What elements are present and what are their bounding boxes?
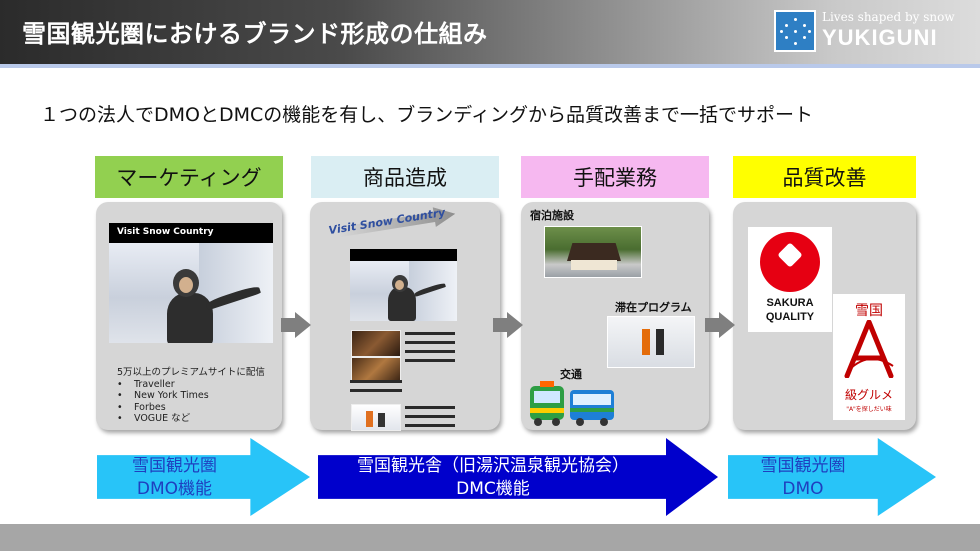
food-photo	[351, 330, 401, 357]
arrangement-header: 手配業務	[521, 156, 709, 198]
slide-title: 雪国観光圏におけるブランド形成の仕組み	[22, 20, 488, 48]
yukiguni-logo: Lives shaped by snow YUKIGUNI	[770, 8, 970, 56]
dmo-right-label: 雪国観光圏 DMO	[760, 456, 846, 499]
program-label: 滞在プログラム	[615, 301, 692, 314]
letter-a-icon	[844, 320, 894, 378]
list-item: •VOGUE など	[117, 413, 191, 424]
snowflake-logo-icon	[774, 10, 816, 52]
slide-subtitle: １つの法人でDMOとDMCの機能を有し、ブランディングから品質改善まで一括でサポ…	[40, 104, 813, 126]
list-item: •New York Times	[117, 390, 209, 401]
logo-tagline: Lives shaped by snow	[822, 10, 955, 24]
sakura-quality-logo: SAKURA QUALITY	[748, 227, 832, 332]
product-header: 商品造成	[311, 156, 499, 198]
dmc-label: 雪国観光舎（旧湯沢温泉観光協会） DMC機能	[357, 456, 629, 499]
marketing-header: マーケティング	[95, 156, 283, 198]
list-item: •Traveller	[117, 378, 175, 390]
flow-arrow-icon	[281, 312, 311, 338]
train-and-bus-icon	[530, 381, 614, 426]
transport-label: 交通	[560, 368, 582, 381]
sakura-flower-icon	[777, 242, 803, 268]
inn-photo	[544, 226, 642, 278]
product-video-thumbnail[interactable]	[350, 249, 457, 321]
promo-video-thumbnail[interactable]: Visit Snow Country	[109, 223, 273, 343]
dining-photo	[351, 357, 401, 382]
video-scene	[109, 243, 273, 343]
dmo-left-label: 雪国観光圏 DMO機能	[132, 456, 217, 499]
snow-trek-photo	[607, 316, 695, 368]
footer-bar	[0, 524, 980, 551]
title-bar: 雪国観光圏におけるブランド形成の仕組み Lives shaped by snow…	[0, 0, 980, 64]
list-item: •Forbes	[117, 401, 166, 413]
itinerary-text-placeholder	[405, 332, 455, 368]
distribution-list: 5万以上のプレミアムサイトに配信 •Traveller •New York Ti…	[117, 367, 265, 425]
snow-walk-photo	[351, 404, 401, 431]
itinerary-text-placeholder	[405, 406, 455, 433]
person-image	[167, 293, 213, 343]
flow-arrow-icon	[493, 312, 523, 338]
header-divider	[0, 64, 980, 68]
lodging-label: 宿泊施設	[530, 209, 574, 222]
video-title: Visit Snow Country	[117, 227, 214, 237]
sakura-circle-icon	[760, 232, 820, 292]
itinerary-text-placeholder	[350, 366, 402, 398]
logo-name: YUKIGUNI	[822, 25, 938, 50]
person-image	[388, 287, 416, 321]
list-intro: 5万以上のプレミアムサイトに配信	[117, 367, 265, 378]
quality-header: 品質改善	[733, 156, 916, 198]
flow-arrow-icon	[705, 312, 735, 338]
yukiguni-a-gourmet-logo: 雪国 級グルメ "A"を探しだい味	[833, 294, 905, 420]
